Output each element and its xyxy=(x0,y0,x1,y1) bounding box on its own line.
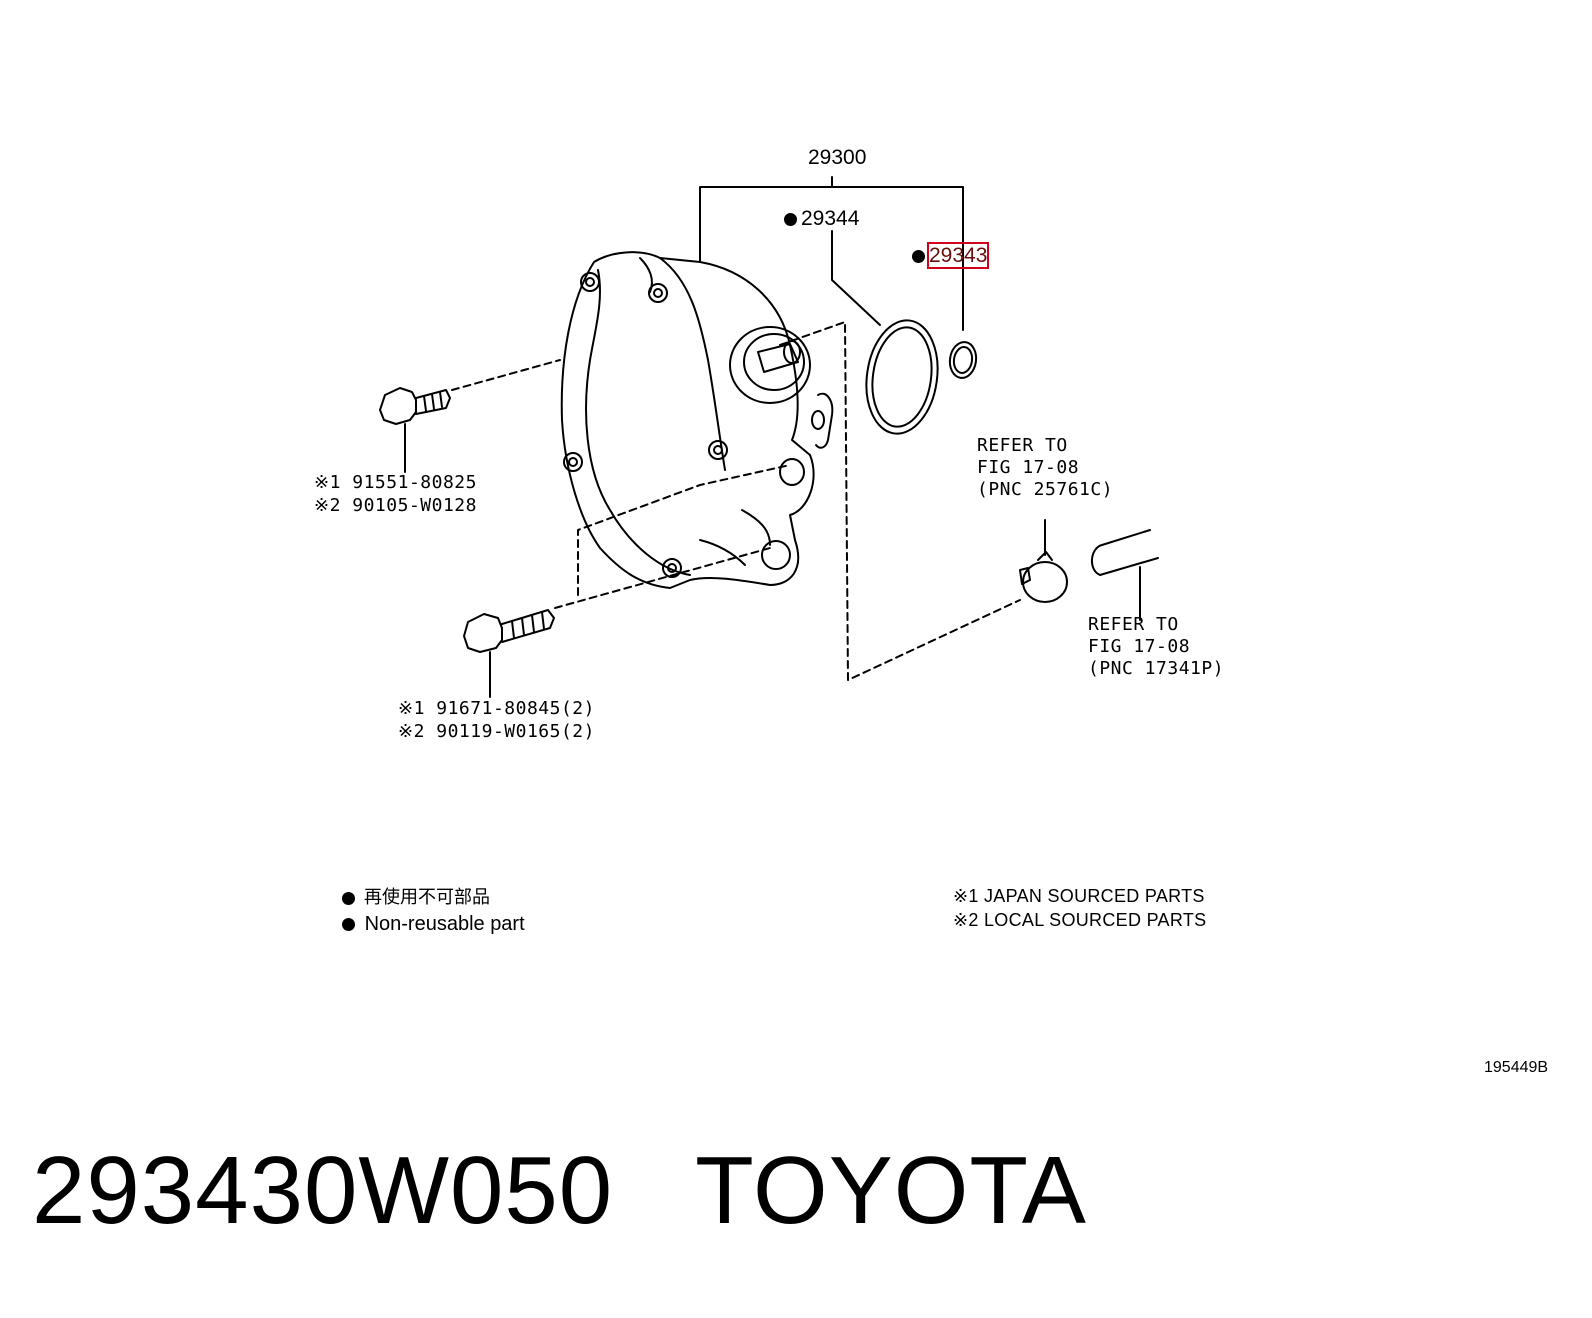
label-29344-row: 29344 xyxy=(784,208,859,229)
figure-number: 195449B xyxy=(1484,1059,1549,1076)
dashed-guides xyxy=(554,321,1021,681)
label-29343[interactable]: 29343 xyxy=(926,242,990,269)
nonreusable-dot-icon xyxy=(342,891,355,905)
nonreusable-dot-icon xyxy=(342,918,355,932)
hose-clamp xyxy=(1019,519,1068,603)
legend-local-parts: ※2 LOCAL SOURCED PARTS xyxy=(953,910,1207,930)
nonreusable-dot-icon xyxy=(784,212,797,226)
label-29343-row: 29343 xyxy=(912,242,990,269)
label-bolt-upper-2: ※2 90105-W0128 xyxy=(314,495,477,516)
oring-small xyxy=(948,341,978,379)
footer-brand: TOYOTA xyxy=(695,1137,1087,1244)
ref-hose-3: (PNC 17341P) xyxy=(1088,658,1225,679)
legend-nonreusable-jp: 再使用不可部品 xyxy=(342,888,490,906)
label-bolt-lower-1: ※1 91671-80845(2) xyxy=(398,698,595,719)
ref-hose-1: REFER TO xyxy=(1088,614,1179,635)
dash-upper-bolt xyxy=(451,359,561,391)
legend-jp-text: 再使用不可部品 xyxy=(364,887,491,907)
label-bolt-upper-1: ※1 91551-80825 xyxy=(314,472,477,493)
label-29300: 29300 xyxy=(808,146,867,169)
ref-clamp-1: REFER TO xyxy=(977,435,1068,456)
oring-large xyxy=(865,319,939,435)
assembly-bracket xyxy=(699,176,964,331)
legend-japan-parts: ※1 JAPAN SOURCED PARTS xyxy=(953,886,1205,906)
bolt-upper xyxy=(379,387,451,473)
leader-29344 xyxy=(831,230,881,326)
legend-nonreusable-en: Non-reusable part xyxy=(342,914,525,934)
hose xyxy=(1091,529,1159,621)
label-bolt-lower-2: ※2 90119-W0165(2) xyxy=(398,721,595,742)
nonreusable-dot-icon xyxy=(912,249,925,263)
vacuum-pump xyxy=(560,251,834,589)
legend-en-text: Non-reusable part xyxy=(364,913,525,935)
ref-hose-2: FIG 17-08 xyxy=(1088,636,1191,657)
footer-part-number: 293430W050 xyxy=(32,1137,614,1244)
ref-clamp-2: FIG 17-08 xyxy=(977,457,1080,478)
label-29344: 29344 xyxy=(801,207,860,230)
ref-clamp-3: (PNC 25761C) xyxy=(977,479,1114,500)
bolt-lower xyxy=(463,609,555,698)
